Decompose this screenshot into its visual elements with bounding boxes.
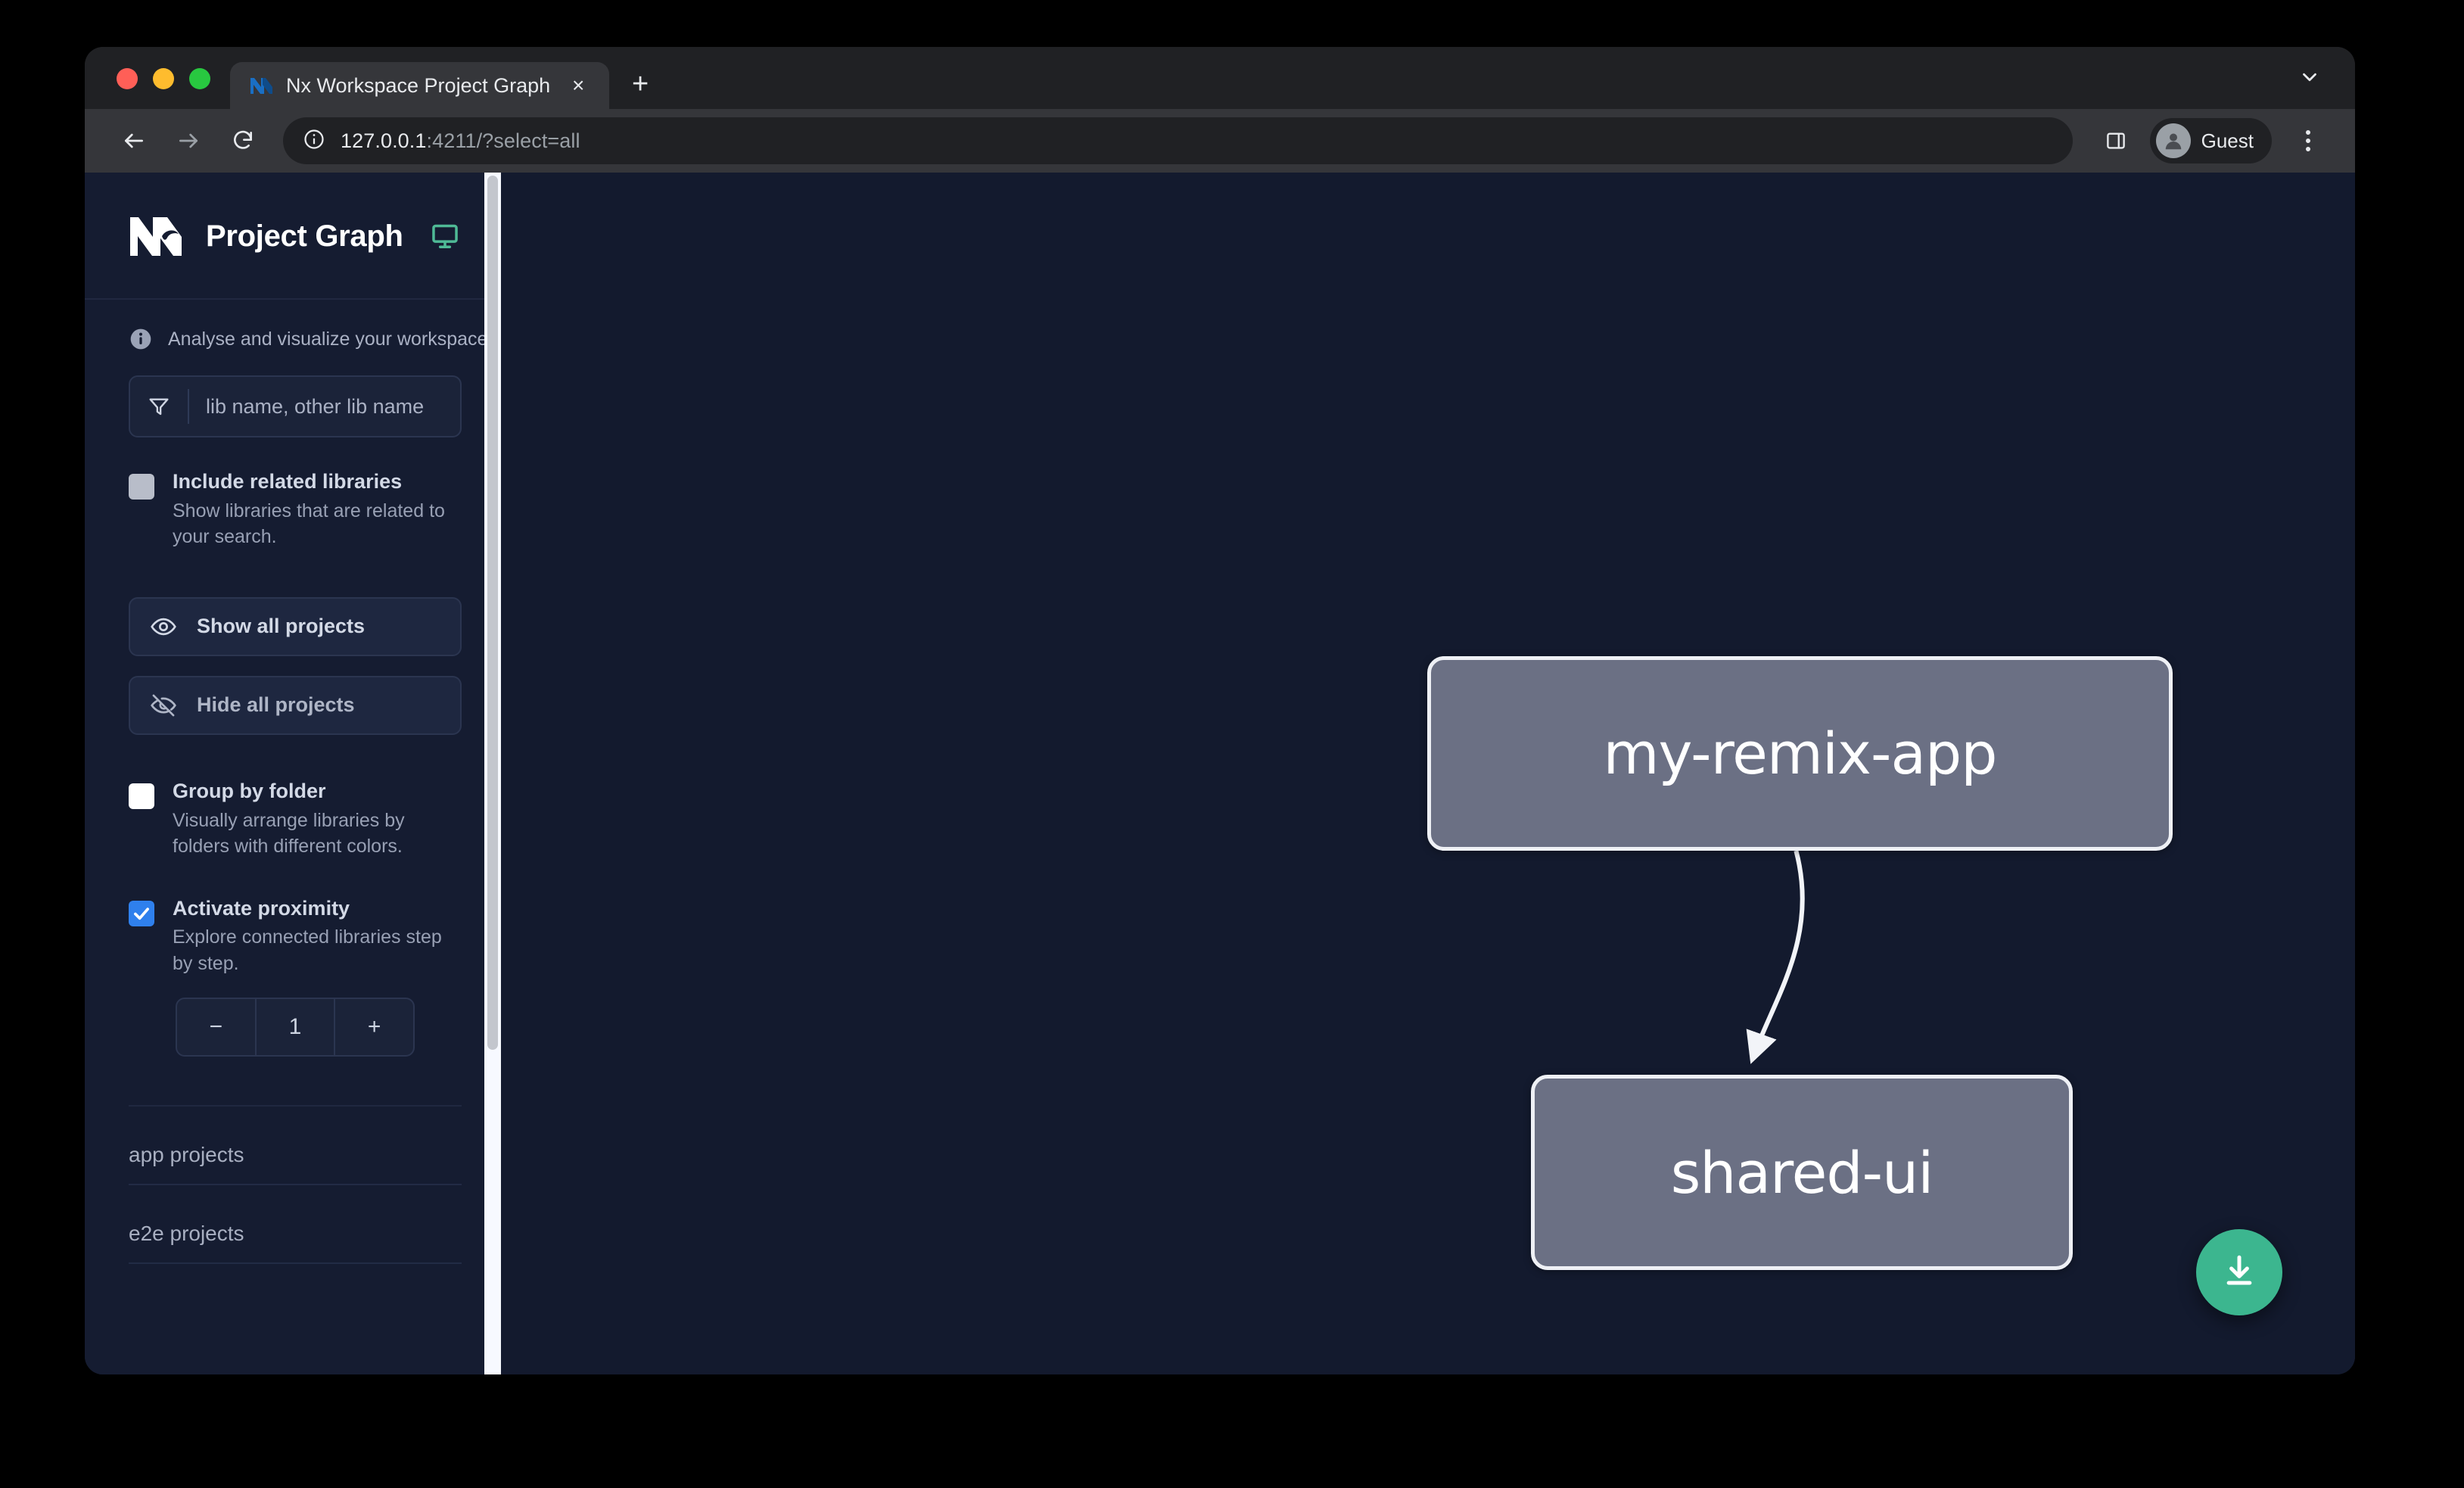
reload-icon[interactable] <box>219 117 266 164</box>
sidebar-scrollbar[interactable] <box>484 173 501 1374</box>
browser-tab[interactable]: Nx Workspace Project Graph × <box>230 62 610 109</box>
profile-name: Guest <box>2201 129 2254 152</box>
url-host: 127.0.0.1 <box>341 129 427 152</box>
graph-node-shared-ui[interactable]: shared-ui <box>1531 1075 2073 1270</box>
option-group-by-folder[interactable]: Group by folder Visually arrange librari… <box>129 779 462 860</box>
address-bar-url: 127.0.0.1:4211/?select=all <box>341 129 580 153</box>
kebab-menu-icon[interactable] <box>2287 120 2329 162</box>
filter-divider <box>188 389 189 424</box>
sidebar-divider <box>129 1105 462 1107</box>
funnel-icon <box>147 394 171 419</box>
workspace-note-text: Analyse and visualize your workspace. <box>168 328 493 350</box>
window-controls <box>85 68 230 109</box>
hide-all-projects-button[interactable]: Hide all projects <box>129 675 462 735</box>
back-arrow-icon[interactable] <box>110 117 157 164</box>
nx-logo-icon <box>129 215 183 257</box>
page-title: Project Graph <box>206 219 403 253</box>
show-all-projects-label: Show all projects <box>197 615 366 638</box>
project-graph-canvas[interactable]: my-remix-app shared-ui <box>501 173 2355 1374</box>
checkbox-activate-proximity[interactable] <box>129 900 154 926</box>
option-label: Include related libraries <box>173 470 403 493</box>
tab-strip-right <box>2290 58 2355 109</box>
search-input[interactable] <box>206 394 474 419</box>
minimize-window-button[interactable] <box>153 68 174 89</box>
option-activate-proximity[interactable]: Activate proximity Explore connected lib… <box>129 896 462 977</box>
close-window-button[interactable] <box>117 68 138 89</box>
tab-title: Nx Workspace Project Graph <box>286 73 551 97</box>
graph-node-my-remix-app[interactable]: my-remix-app <box>1427 656 2173 851</box>
filter-input-wrapper[interactable] <box>129 375 474 437</box>
option-description: Visually arrange libraries by folders wi… <box>173 809 405 858</box>
checkbox-group-by-folder[interactable] <box>129 783 154 809</box>
section-header-app-projects[interactable]: app projects <box>129 1107 462 1186</box>
maximize-window-button[interactable] <box>189 68 210 89</box>
option-description: Show libraries that are related to your … <box>173 500 445 548</box>
option-description: Explore connected libraries step by step… <box>173 926 442 974</box>
desktop-monitor-icon[interactable] <box>431 222 459 251</box>
option-include-related-libraries[interactable]: Include related libraries Show libraries… <box>129 469 462 550</box>
sidebar: Project Graph Analyse and visualize your… <box>85 173 501 1374</box>
option-label: Group by folder <box>173 779 326 802</box>
browser-window: Nx Workspace Project Graph × + <box>85 47 2355 1374</box>
person-avatar-icon <box>2155 123 2191 158</box>
workspace-note: Analyse and visualize your workspace. <box>85 300 501 375</box>
profile-button[interactable]: Guest <box>2149 118 2272 163</box>
chevron-down-icon[interactable] <box>2290 58 2329 97</box>
proximity-decrement-button[interactable]: − <box>209 1014 223 1040</box>
checkbox-include-related-libraries[interactable] <box>129 474 154 500</box>
address-bar[interactable]: 127.0.0.1:4211/?select=all <box>283 117 2073 164</box>
download-icon <box>2220 1251 2259 1294</box>
site-info-icon[interactable] <box>303 128 325 154</box>
proximity-stepper[interactable]: − 1 + <box>176 998 415 1057</box>
new-tab-button[interactable]: + <box>632 68 649 100</box>
url-path: :4211/?select=all <box>426 129 580 152</box>
sidebar-scroll-area: Include related libraries Show libraries… <box>85 375 501 1374</box>
sidebar-scrollbar-thumb[interactable] <box>487 176 498 1050</box>
page-content: Project Graph Analyse and visualize your… <box>85 173 2355 1374</box>
nx-favicon-icon <box>248 73 272 98</box>
sidebar-header: Project Graph <box>85 173 501 300</box>
hide-all-projects-label: Hide all projects <box>197 693 355 717</box>
browser-toolbar: 127.0.0.1:4211/?select=all Guest <box>85 109 2355 173</box>
tab-strip: Nx Workspace Project Graph × + <box>85 47 2355 109</box>
project-sections: app projects e2e projects <box>85 1107 501 1265</box>
show-all-projects-button[interactable]: Show all projects <box>129 596 462 656</box>
info-icon <box>129 327 153 351</box>
proximity-value: 1 <box>288 1014 302 1040</box>
download-graph-button[interactable] <box>2196 1229 2282 1315</box>
side-panel-icon[interactable] <box>2094 119 2138 163</box>
forward-arrow-icon[interactable] <box>165 117 212 164</box>
option-label: Activate proximity <box>173 896 350 920</box>
eye-off-icon <box>150 692 177 719</box>
proximity-increment-button[interactable]: + <box>367 1014 381 1040</box>
section-header-e2e-projects[interactable]: e2e projects <box>129 1185 462 1265</box>
close-tab-button[interactable]: × <box>571 73 585 97</box>
eye-icon <box>150 613 177 640</box>
